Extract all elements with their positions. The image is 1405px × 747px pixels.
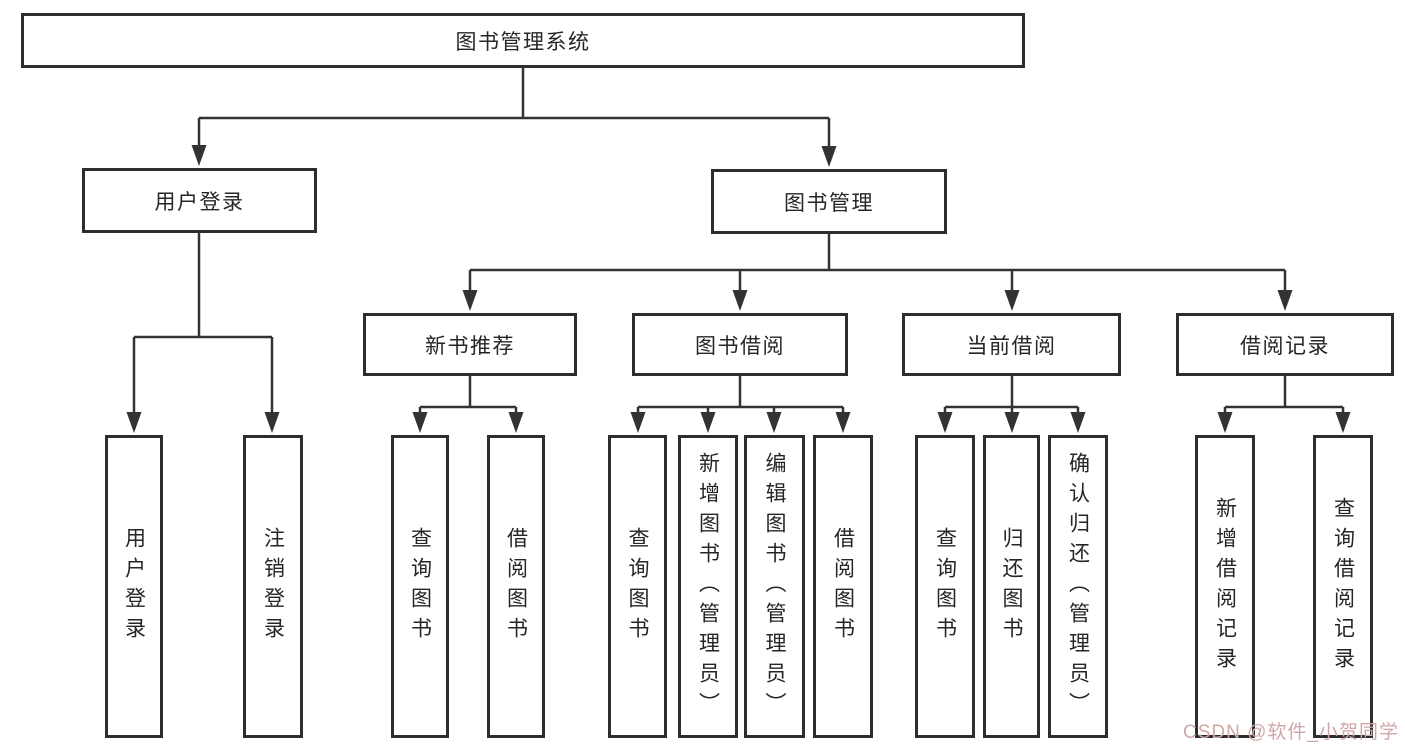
node-leaf-cb-return-books-label: 归还图书 bbox=[1000, 526, 1023, 647]
node-book-mgmt: 图书管理 bbox=[711, 169, 947, 234]
csdn-watermark: CSDN @软件_小贺同学 bbox=[1183, 722, 1399, 743]
node-new-book-rec-label: 新书推荐 bbox=[425, 334, 515, 358]
node-leaf-user-login-label: 用户登录 bbox=[122, 526, 146, 647]
node-leaf-bb-edit-books: 编辑图书（管理员） bbox=[744, 435, 805, 738]
node-leaf-cb-return-books: 归还图书 bbox=[983, 435, 1040, 738]
node-book-borrow-label: 图书借阅 bbox=[695, 334, 785, 358]
node-leaf-logout: 注销登录 bbox=[243, 435, 303, 738]
node-leaf-bb-edit-books-label: 编辑图书（管理员） bbox=[763, 451, 786, 722]
node-root-label: 图书管理系统 bbox=[455, 30, 591, 54]
node-book-mgmt-label: 图书管理 bbox=[784, 191, 874, 215]
node-leaf-bb-query-books: 查询图书 bbox=[608, 435, 667, 738]
node-leaf-nbr-query-books-label: 查询图书 bbox=[408, 526, 432, 647]
node-current-borrow-label: 当前借阅 bbox=[966, 334, 1057, 358]
node-leaf-nbr-borrow-books: 借阅图书 bbox=[487, 435, 545, 738]
node-leaf-br-add-record-label: 新增借阅记录 bbox=[1213, 496, 1237, 677]
node-leaf-nbr-query-books: 查询图书 bbox=[391, 435, 449, 738]
node-leaf-cb-query-books-label: 查询图书 bbox=[933, 526, 957, 647]
node-user-login-label: 用户登录 bbox=[154, 190, 245, 214]
node-leaf-user-login: 用户登录 bbox=[105, 435, 163, 738]
node-leaf-bb-add-books-label: 新增图书（管理员） bbox=[696, 451, 720, 722]
node-book-borrow: 图书借阅 bbox=[632, 313, 848, 376]
node-root: 图书管理系统 bbox=[21, 13, 1025, 68]
node-leaf-cb-confirm-return: 确认归还（管理员） bbox=[1048, 435, 1108, 738]
node-leaf-bb-add-books: 新增图书（管理员） bbox=[678, 435, 738, 738]
node-user-login: 用户登录 bbox=[82, 168, 317, 233]
node-leaf-bb-borrow-books: 借阅图书 bbox=[813, 435, 873, 738]
node-leaf-cb-query-books: 查询图书 bbox=[915, 435, 975, 738]
node-leaf-logout-label: 注销登录 bbox=[261, 526, 285, 647]
node-leaf-nbr-borrow-books-label: 借阅图书 bbox=[504, 526, 528, 647]
node-current-borrow: 当前借阅 bbox=[902, 313, 1121, 376]
node-new-book-rec: 新书推荐 bbox=[363, 313, 577, 376]
node-leaf-bb-borrow-books-label: 借阅图书 bbox=[831, 526, 855, 647]
node-leaf-br-query-record: 查询借阅记录 bbox=[1313, 435, 1373, 738]
node-borrow-records-label: 借阅记录 bbox=[1240, 334, 1330, 358]
node-leaf-bb-query-books-label: 查询图书 bbox=[626, 526, 649, 647]
node-leaf-cb-confirm-return-label: 确认归还（管理员） bbox=[1066, 451, 1090, 722]
node-borrow-records: 借阅记录 bbox=[1176, 313, 1394, 376]
node-leaf-br-add-record: 新增借阅记录 bbox=[1195, 435, 1255, 738]
node-leaf-br-query-record-label: 查询借阅记录 bbox=[1331, 496, 1355, 677]
